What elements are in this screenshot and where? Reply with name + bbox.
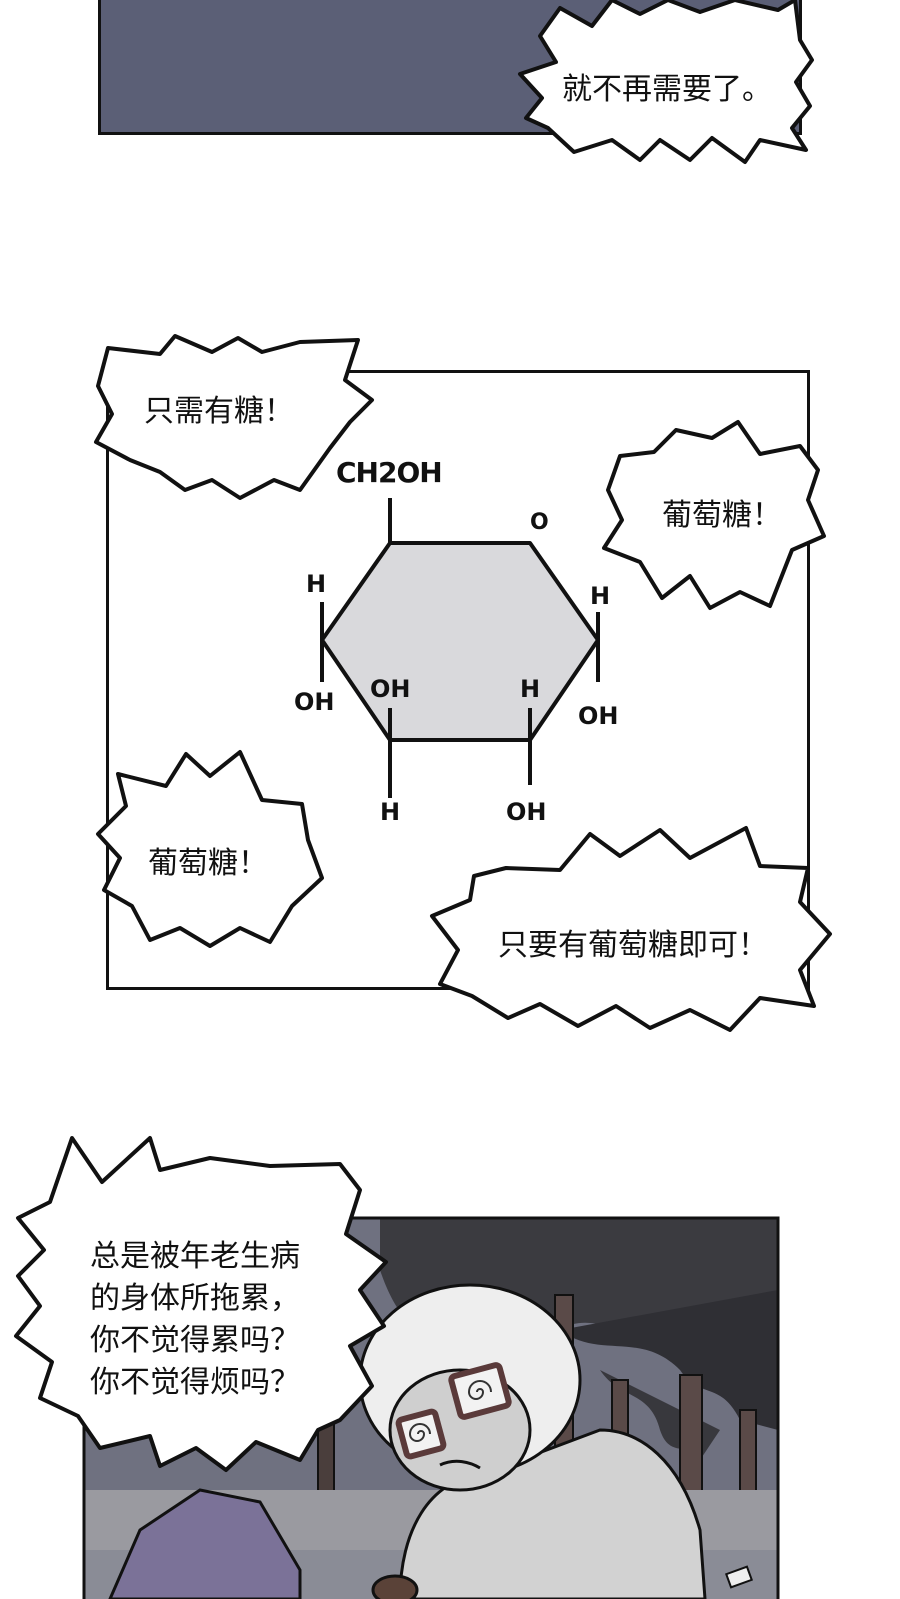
bubble-top-left-shape (94, 334, 374, 500)
purple-rock (108, 1488, 302, 1599)
panel-3-scene (14, 1136, 780, 1599)
panel-1: 就不再需要了。 (0, 0, 900, 170)
label-bottom-oh: OH (506, 798, 547, 826)
panel-3-speech-bubble-shape (14, 1136, 388, 1472)
label-bottom-h: H (380, 798, 401, 826)
spiral-glasses (395, 1362, 512, 1460)
glucose-molecule-diagram (94, 334, 832, 1032)
bubble-bottom-right-shape (430, 826, 832, 1032)
label-inner-oh: OH (370, 675, 411, 703)
label-ch2oh: CH2OH (336, 456, 443, 489)
panel-1-speech-text: 就不再需要了。 (562, 72, 772, 107)
bubble-bottom-left-shape (96, 750, 324, 948)
panel-1-speech-bubble (518, 0, 814, 164)
label-right-oh: OH (578, 702, 619, 730)
bubble-right-shape (602, 420, 826, 610)
label-ring-oxygen: O (530, 510, 549, 535)
label-left-h: H (306, 570, 327, 598)
bubble-right-text: 葡萄糖！ (662, 498, 782, 533)
bubble-top-left-text: 只需有糖！ (144, 394, 294, 429)
bubble-bottom-right-text: 只要有葡萄糖即可！ (498, 928, 768, 963)
bubble-bottom-left-text: 葡萄糖！ (148, 846, 268, 881)
label-right-h: H (590, 582, 611, 610)
label-left-oh: OH (294, 688, 335, 716)
cup (371, 1574, 419, 1599)
panel-2: CH2OH O H H OH OH H OH H OH 只需有糖！ 葡萄糖！ 葡… (0, 330, 900, 1050)
glucose-ring (320, 541, 600, 742)
label-inner-h: H (520, 675, 541, 703)
panel-3-speech-line-3: 你不觉得累吗？ (90, 1323, 300, 1358)
old-woman-body (398, 1428, 707, 1599)
panel-3-speech-line-1: 总是被年老生病 (90, 1239, 300, 1274)
panel-3: 总是被年老生病 的身体所拖累， 你不觉得累吗？ 你不觉得烦吗？ (0, 1130, 900, 1599)
panel-3-speech-line-4: 你不觉得烦吗？ (90, 1365, 300, 1400)
panel-3-speech-line-2: 的身体所拖累， (90, 1281, 300, 1316)
